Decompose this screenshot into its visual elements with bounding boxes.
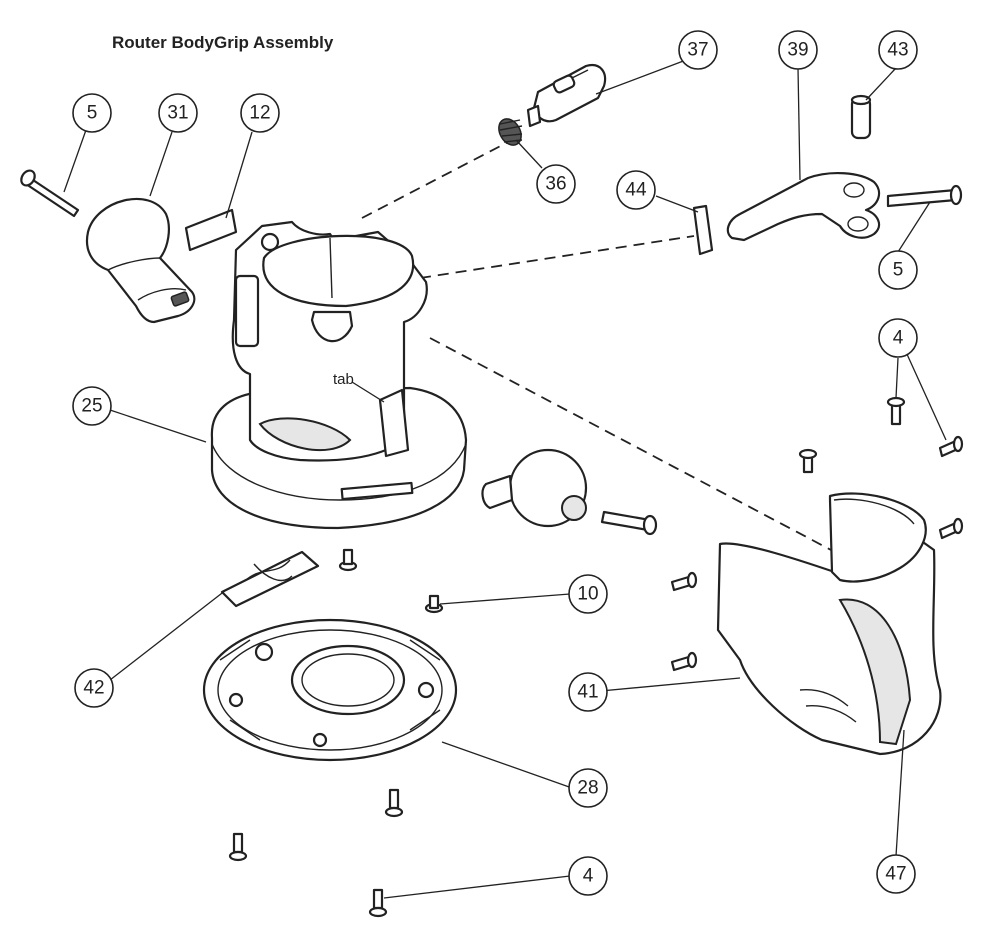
router-body-part-25 [210, 220, 468, 530]
callout-label: 39 [787, 40, 808, 61]
callout-label: 4 [583, 866, 594, 887]
callout-4-bottom: 4 [568, 856, 608, 896]
screws [228, 396, 964, 918]
screw-4-angled [938, 435, 964, 458]
label-plate-part-12 [184, 208, 238, 252]
callout-label: 5 [893, 260, 904, 281]
screw-under-body [338, 548, 358, 572]
screw-grip-2 [670, 651, 698, 672]
callout-4-right: 4 [878, 318, 918, 358]
knob-ball [481, 448, 588, 528]
callout-47: 47 [876, 854, 916, 894]
screw-4-vertical [886, 396, 906, 426]
switch-part-37 [526, 64, 607, 128]
screw-grip-1 [670, 571, 698, 592]
callout-label: 4 [893, 328, 904, 349]
callout-label: 28 [577, 778, 598, 799]
pin-part-5 [20, 169, 80, 218]
callout-label: 5 [87, 103, 98, 124]
screw-right-1 [798, 448, 818, 474]
callout-28: 28 [568, 768, 608, 808]
leader-lines [63, 59, 947, 899]
callout-5-left: 5 [72, 93, 112, 133]
callout-label: 41 [577, 682, 598, 703]
callout-43: 43 [878, 30, 918, 70]
callout-37: 37 [678, 30, 718, 70]
callout-10: 10 [568, 574, 608, 614]
callout-31: 31 [158, 93, 198, 133]
callout-41: 41 [568, 672, 608, 712]
callout-5-right: 5 [878, 250, 918, 290]
callout-12: 12 [240, 93, 280, 133]
diagram-title: Router BodyGrip Assembly [112, 33, 334, 52]
callout-25: 25 [72, 386, 112, 426]
screw-base-1 [384, 788, 404, 818]
tab-label: tab [333, 371, 354, 388]
callout-label: 44 [625, 180, 647, 201]
screw-10 [424, 594, 444, 614]
callout-label: 10 [577, 584, 598, 605]
knob-part-31 [85, 198, 196, 324]
callout-42: 42 [74, 668, 114, 708]
lever-part-39 [726, 171, 881, 242]
screw-right-2 [938, 517, 964, 540]
clip-part-44 [692, 204, 714, 256]
screw-base-3 [368, 888, 388, 918]
callout-39: 39 [778, 30, 818, 70]
callout-label: 47 [885, 864, 906, 885]
callout-44: 44 [616, 170, 656, 210]
callout-label: 12 [249, 103, 270, 124]
callout-label: 42 [83, 678, 104, 699]
cylinder-part-43 [850, 94, 872, 140]
callout-label: 43 [887, 40, 908, 61]
screw-base-2 [228, 832, 248, 862]
callout-36: 36 [536, 164, 576, 204]
base-plate-part-28 [202, 618, 458, 762]
callout-label: 31 [167, 103, 188, 124]
pin-part-5-right [886, 184, 963, 208]
callout-label: 25 [81, 396, 102, 417]
spring-part-36 [498, 118, 523, 146]
callout-label: 36 [545, 174, 566, 195]
plate-part-42 [220, 550, 320, 608]
grip-housing-part-41 [716, 492, 942, 756]
callout-label: 37 [687, 40, 708, 61]
assembly-lines [361, 139, 851, 561]
knob-screw [600, 510, 658, 536]
